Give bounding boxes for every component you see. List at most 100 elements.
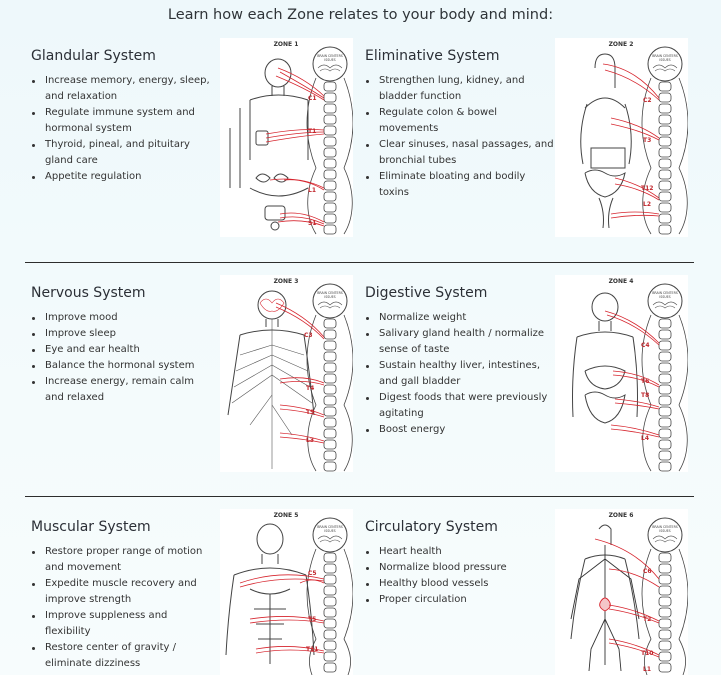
zone-1-illustration: ZONE 1 BRAIN CENTERS ISSUES: [229, 41, 353, 235]
zone-label: ZONE 3: [274, 278, 299, 285]
spine-column: [323, 318, 337, 472]
vertebra-label: T4: [306, 385, 314, 392]
vertebra-label: T3: [643, 137, 651, 144]
zone-diagram-2: ZONE 2 BRAIN CENTERS ISSUES: [555, 38, 688, 237]
vertebra-label: C5: [308, 570, 317, 577]
section-divider: [25, 496, 694, 497]
brain-label-top: BRAIN CENTERS: [317, 54, 343, 58]
section-divider: [25, 262, 694, 263]
zone-diagram-5: ZONE 5 BRAIN CENTERS ISSUES C5 T5 T11: [220, 509, 353, 675]
vessel-tree: [570, 545, 640, 672]
benefit-item: Proper circulation: [364, 592, 554, 608]
benefit-item: Improve mood: [30, 310, 215, 326]
brain-label-bottom: ISSUES: [324, 295, 335, 299]
spine-column: [658, 318, 672, 472]
benefit-item: Strengthen lung, kidney, and bladder fun…: [364, 73, 554, 105]
zone-label: ZONE 6: [609, 512, 634, 519]
body-outline: [580, 53, 632, 229]
spine-column: [323, 552, 337, 673]
brain-label-bottom: ISSUES: [659, 58, 670, 62]
vertebra-label: C6: [643, 568, 652, 575]
vertebra-label: C4: [641, 342, 650, 349]
benefit-item: Normalize blood pressure: [364, 560, 554, 576]
zone-diagram-4: ZONE 4 BRAIN CENTERS ISSUES C4: [555, 275, 688, 472]
vertebra-label: T10: [641, 650, 653, 657]
zone-label: ZONE 2: [609, 41, 634, 48]
zone-diagram-3: ZONE 3 BRAIN CENTERS ISSUES: [220, 275, 353, 472]
benefit-item: Eye and ear health: [30, 342, 215, 358]
zone-4-illustration: ZONE 4 BRAIN CENTERS ISSUES C4: [572, 278, 688, 472]
benefit-item: Eliminate bloating and bodily toxins: [364, 169, 554, 201]
benefit-item: Expedite muscle recovery and improve str…: [30, 576, 215, 608]
zone-label: ZONE 5: [274, 512, 299, 519]
vertebra-label: T11: [306, 646, 318, 653]
intro-text: Learn how each Zone relates to your body…: [167, 7, 554, 23]
zone-title-circulatory: Circulatory System: [365, 519, 498, 535]
benefit-list-glandular: Increase memory, energy, sleep, and rela…: [30, 73, 215, 185]
zone-2-illustration: ZONE 2 BRAIN CENTERS ISSUES: [580, 41, 688, 235]
vertebra-label: T6: [641, 378, 649, 385]
brain-label-top: BRAIN CENTERS: [652, 525, 678, 529]
vertebra-label: L3: [306, 437, 314, 444]
brain-label-bottom: ISSUES: [324, 58, 335, 62]
vertebra-label: T12: [641, 185, 653, 192]
benefit-item: Healthy blood vessels: [364, 576, 554, 592]
spine-column: [658, 552, 672, 673]
benefit-item: Restore proper range of motion and movem…: [30, 544, 215, 576]
benefit-list-muscular: Restore proper range of motion and movem…: [30, 544, 215, 672]
benefit-item: Normalize weight: [364, 310, 554, 326]
vertebra-label: C1: [308, 95, 317, 102]
zone-title-nervous: Nervous System: [31, 285, 146, 301]
benefit-item: Regulate colon & bowel movements: [364, 105, 554, 137]
zone-title-eliminative: Eliminative System: [365, 48, 500, 64]
nerve-lines: [604, 310, 660, 438]
vertebra-label: C3: [304, 332, 313, 339]
benefit-list-digestive: Normalize weight Salivary gland health /…: [364, 310, 554, 438]
zone-3-illustration: ZONE 3 BRAIN CENTERS ISSUES: [227, 278, 353, 472]
nerve-lines: [602, 63, 660, 219]
benefit-item: Increase memory, energy, sleep, and rela…: [30, 73, 215, 105]
benefit-item: Clear sinuses, nasal passages, and bronc…: [364, 137, 554, 169]
zone-5-illustration: ZONE 5 BRAIN CENTERS ISSUES C5 T5 T11: [225, 512, 353, 675]
zone-diagram-6: ZONE 6 BRAIN CENTERS ISSUES C6 T2 T1: [555, 509, 688, 675]
body-outline: [225, 523, 315, 664]
brain-label-top: BRAIN CENTERS: [652, 291, 678, 295]
brain-label-top: BRAIN CENTERS: [317, 291, 343, 295]
zone-6-illustration: ZONE 6 BRAIN CENTERS ISSUES C6 T2 T1: [570, 512, 688, 675]
zone-label: ZONE 1: [274, 41, 299, 48]
nerve-tree: [231, 298, 313, 469]
vertebra-label: T9: [306, 409, 314, 416]
benefit-item: Balance the hormonal system: [30, 358, 215, 374]
vertebra-label: L1: [308, 187, 316, 194]
body-outline: [572, 292, 638, 424]
brain-label-top: BRAIN CENTERS: [317, 525, 343, 529]
vertebra-label: S1: [308, 220, 317, 227]
nerve-lines: [275, 302, 325, 444]
vertebra-label: C2: [643, 97, 652, 104]
zone-title-muscular: Muscular System: [31, 519, 151, 535]
benefit-list-nervous: Improve mood Improve sleep Eye and ear h…: [30, 310, 215, 406]
brain-label-bottom: ISSUES: [659, 295, 670, 299]
benefit-item: Regulate immune system and hormonal syst…: [30, 105, 215, 137]
vertebra-label: T2: [643, 616, 651, 623]
vertebra-label: T5: [308, 616, 316, 623]
benefit-item: Heart health: [364, 544, 554, 560]
nerve-lines: [594, 538, 660, 658]
vertebra-label: T1: [308, 128, 316, 135]
nerve-lines: [239, 574, 325, 654]
spine-column: [658, 81, 672, 235]
benefit-item: Thyroid, pineal, and pituitary gland car…: [30, 137, 215, 169]
spine-column: [323, 81, 337, 235]
vertebra-label: T8: [641, 392, 649, 399]
benefit-item: Digest foods that were previously agitat…: [364, 390, 554, 422]
benefit-list-circulatory: Heart health Normalize blood pressure He…: [364, 544, 554, 608]
brain-label-bottom: ISSUES: [659, 529, 670, 533]
zone-label: ZONE 4: [609, 278, 634, 285]
benefit-item: Increase energy, remain calm and relaxed: [30, 374, 215, 406]
benefit-list-eliminative: Strengthen lung, kidney, and bladder fun…: [364, 73, 554, 201]
zone-diagram-1: ZONE 1 BRAIN CENTERS ISSUES: [220, 38, 353, 237]
benefit-item: Boost energy: [364, 422, 554, 438]
benefit-item: Salivary gland health / normalize sense …: [364, 326, 554, 358]
vertebra-label: L1: [643, 666, 651, 673]
brain-label-bottom: ISSUES: [324, 529, 335, 533]
